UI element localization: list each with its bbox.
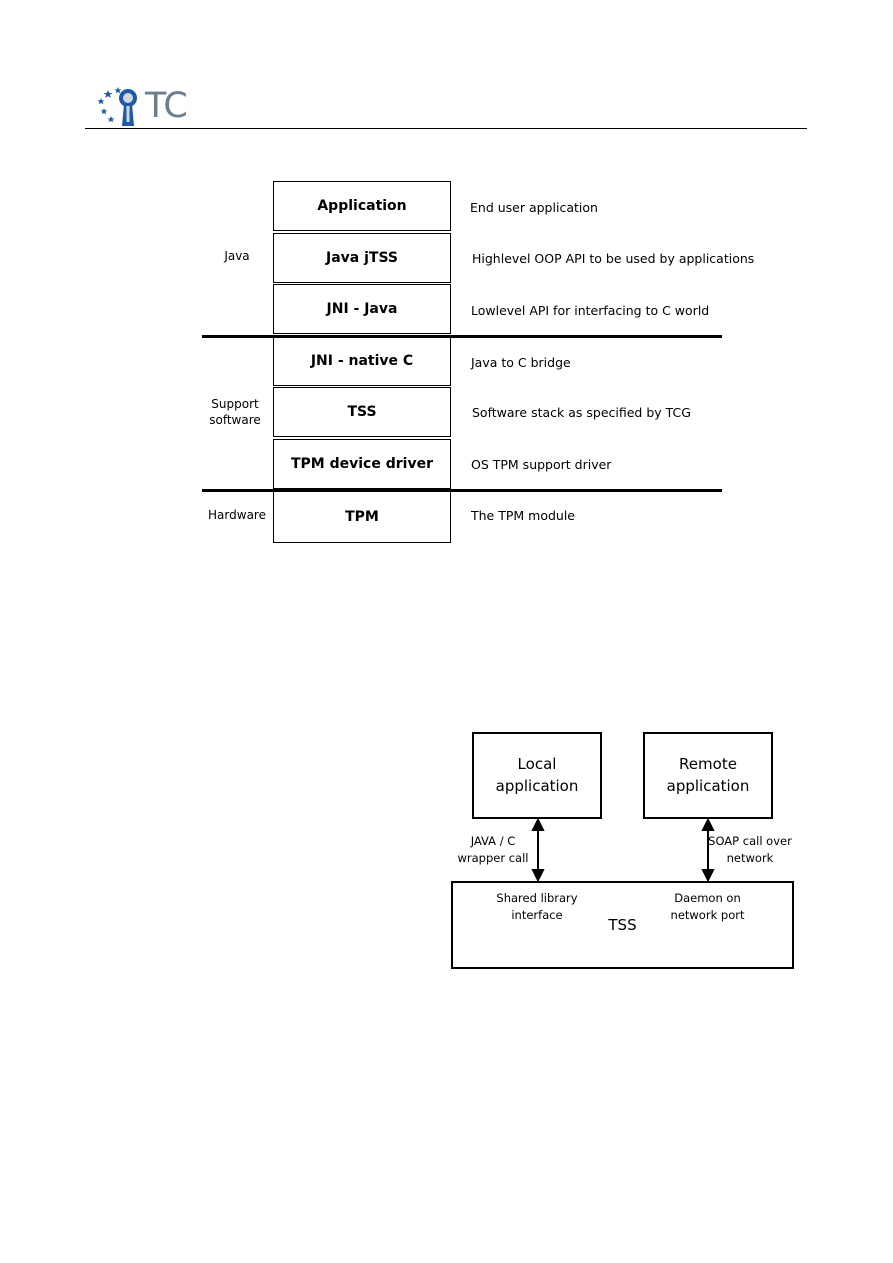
layer-tss: TSS <box>273 387 451 437</box>
remote-application-box: Remote application <box>643 732 773 819</box>
group-label-hardware: Hardware <box>208 508 266 522</box>
local-application-box: Local application <box>472 732 602 819</box>
keyhole-icon <box>119 89 137 126</box>
layer-description: End user application <box>470 200 598 215</box>
layer-description: Lowlevel API for interfacing to C world <box>471 303 710 318</box>
remote-application-label: Remote application <box>666 755 750 795</box>
layer-description: Java to C bridge <box>471 355 571 370</box>
layer-tpm-device-driver: TPM device driver <box>273 439 451 489</box>
local-arrow-label: JAVA / C wrapper call <box>457 834 529 865</box>
logo-text: TC <box>145 86 188 126</box>
group-label-support-software: Support software <box>209 397 261 427</box>
layer-application: Application <box>273 181 451 231</box>
local-bidirectional-arrow <box>531 817 545 883</box>
layer-description: OS TPM support driver <box>471 457 612 472</box>
tss-box: TSS <box>451 881 794 969</box>
remote-bidirectional-arrow <box>701 817 715 883</box>
remote-arrow-label: SOAP call over network <box>708 834 792 865</box>
header-rule <box>85 128 807 129</box>
group-label-java: Java <box>224 249 250 263</box>
tss-label: TSS <box>608 916 637 934</box>
layer-jni-native-c: JNI - native C <box>273 336 451 386</box>
layer-description: Software stack as specified by TCG <box>472 405 691 420</box>
layer-jni-java: JNI - Java <box>273 284 451 334</box>
layer-description: Highlevel OOP API to be used by applicat… <box>472 251 755 266</box>
local-application-label: Local application <box>495 755 579 795</box>
itc-logo <box>97 87 137 126</box>
layer-description: The TPM module <box>471 508 575 523</box>
group-divider <box>202 335 722 338</box>
layer-java-jtss: Java jTSS <box>273 233 451 283</box>
star-ring-icon <box>97 87 122 123</box>
group-divider <box>202 489 722 492</box>
shared-library-label: Shared library interface <box>496 891 578 922</box>
daemon-label: Daemon on network port <box>670 891 745 922</box>
